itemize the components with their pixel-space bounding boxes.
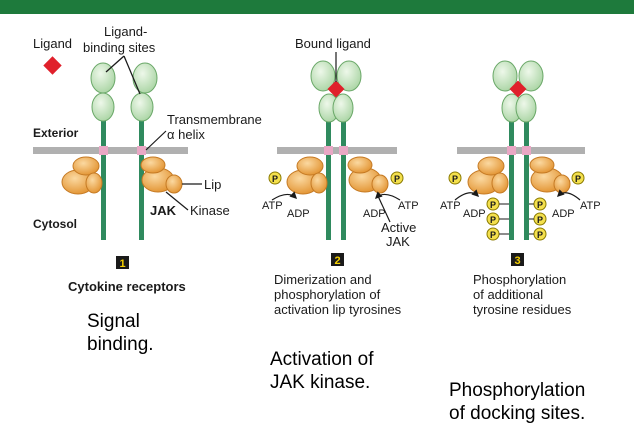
pointer-transmembrane xyxy=(145,130,167,151)
jak-right-panel-1 xyxy=(140,156,183,194)
pointer-binding-right xyxy=(123,55,141,95)
panel-3-caption-line-3: tyrosine residues xyxy=(473,302,572,317)
caption-docking: Phosphorylation of docking sites. xyxy=(449,379,585,425)
membrane-panel-1 xyxy=(33,147,188,154)
svg-text:P: P xyxy=(537,200,543,210)
svg-text:P: P xyxy=(394,174,400,184)
label-jak: JAK xyxy=(150,203,177,218)
caption-activation: Activation of JAK kinase. xyxy=(270,348,374,394)
label-ligand-binding-2: binding sites xyxy=(83,40,156,55)
label-atp-right-2: ATP xyxy=(398,200,419,212)
svg-text:P: P xyxy=(490,215,496,225)
receptor-right-panel-1 xyxy=(130,62,158,240)
label-active: Active xyxy=(381,220,416,235)
panel-1-caption-line-1: Cytokine receptors xyxy=(68,279,186,294)
panel-1-number-box xyxy=(116,256,129,269)
panel-3-caption-line-1: Phosphorylation xyxy=(473,272,566,287)
label-atp-right-3: ATP xyxy=(580,200,601,212)
svg-text:P: P xyxy=(490,230,496,240)
phospho-lip-left-panel-3: P xyxy=(448,171,462,185)
label-kinase: Kinase xyxy=(190,203,230,218)
bound-ligand-panel-3 xyxy=(509,80,527,98)
label-adp-right-3: ADP xyxy=(552,208,575,220)
phospho-docking-left-3: P xyxy=(486,227,509,241)
panel-2-caption-line-3: activation lip tyrosines xyxy=(274,302,402,317)
bound-ligand-panel-2 xyxy=(327,80,345,98)
label-adp-left-2: ADP xyxy=(287,208,310,220)
jak-left-panel-3 xyxy=(467,156,509,195)
panel-3-caption-line-2: of additional xyxy=(473,287,543,302)
panel-2-number: 2 xyxy=(334,255,340,267)
svg-text:P: P xyxy=(575,174,581,184)
phospho-docking-right-1: P xyxy=(529,197,547,211)
svg-text:P: P xyxy=(490,200,496,210)
panel-2-number-box xyxy=(331,253,344,266)
phospho-left-panel-2: P xyxy=(268,171,282,185)
jak-right-panel-2 xyxy=(347,156,389,194)
receptor-left-panel-1 xyxy=(90,62,116,240)
phospho-right-panel-2: P xyxy=(390,171,404,185)
label-atp-left-3: ATP xyxy=(440,200,461,212)
label-lip: Lip xyxy=(204,177,221,192)
receptor-dimer-panel-2 xyxy=(310,60,362,240)
phospho-docking-left-2: P xyxy=(486,212,509,226)
receptor-dimer-panel-3 xyxy=(492,60,544,240)
membrane-panel-2 xyxy=(277,147,397,154)
arrow-left-panel-2 xyxy=(271,191,298,201)
caption-docking-line-2: of docking sites. xyxy=(449,403,586,424)
label-ligand: Ligand xyxy=(33,36,72,51)
panel-2-caption-line-1: Dimerization and xyxy=(274,272,372,287)
label-transmembrane-2: α helix xyxy=(167,127,205,142)
label-adp-left-3: ADP xyxy=(463,208,486,220)
arrow-left-panel-3 xyxy=(454,189,480,201)
panel-3-number-box xyxy=(511,253,524,266)
jak-left-panel-1 xyxy=(61,156,103,195)
label-exterior: Exterior xyxy=(33,126,79,140)
jak-right-panel-3 xyxy=(529,156,571,194)
caption-activation-line-2: JAK kinase. xyxy=(270,372,371,393)
caption-signal-binding: Signal binding. xyxy=(87,310,154,356)
panel-3-number: 3 xyxy=(514,255,520,267)
membrane-panel-3 xyxy=(457,147,585,154)
pointer-kinase xyxy=(165,191,189,211)
label-transmembrane-1: Transmembrane xyxy=(167,112,262,127)
label-active-jak: JAK xyxy=(386,234,410,249)
header-bar xyxy=(0,0,634,14)
svg-text:P: P xyxy=(537,230,543,240)
phospho-docking-left-1: P xyxy=(486,197,509,211)
label-ligand-binding-1: Ligand- xyxy=(104,24,147,39)
caption-signal-line-2: binding. xyxy=(87,334,154,355)
phospho-docking-right-2: P xyxy=(529,212,547,226)
arrow-right-panel-2 xyxy=(374,191,401,201)
panel-2-caption-line-2: phosphorylation of xyxy=(274,287,381,302)
pointer-active-jak xyxy=(377,195,391,223)
label-adp-right-2: ADP xyxy=(363,208,386,220)
arrow-right-panel-3 xyxy=(556,189,581,201)
free-ligand xyxy=(43,56,62,75)
phospho-docking-right-3: P xyxy=(529,227,547,241)
svg-text:P: P xyxy=(272,174,278,184)
label-atp-left-2: ATP xyxy=(262,200,283,212)
phospho-lip-right-panel-3: P xyxy=(571,171,585,185)
caption-activation-line-1: Activation of xyxy=(270,349,374,370)
pointer-binding-left xyxy=(105,55,125,73)
svg-text:P: P xyxy=(452,174,458,184)
svg-text:P: P xyxy=(537,215,543,225)
caption-signal-line-1: Signal xyxy=(87,311,140,332)
caption-docking-line-1: Phosphorylation xyxy=(449,380,586,401)
jak-left-panel-2 xyxy=(286,156,328,195)
panel-1-number: 1 xyxy=(119,258,125,270)
label-cytosol: Cytosol xyxy=(33,217,77,231)
label-bound-ligand: Bound ligand xyxy=(295,36,371,51)
